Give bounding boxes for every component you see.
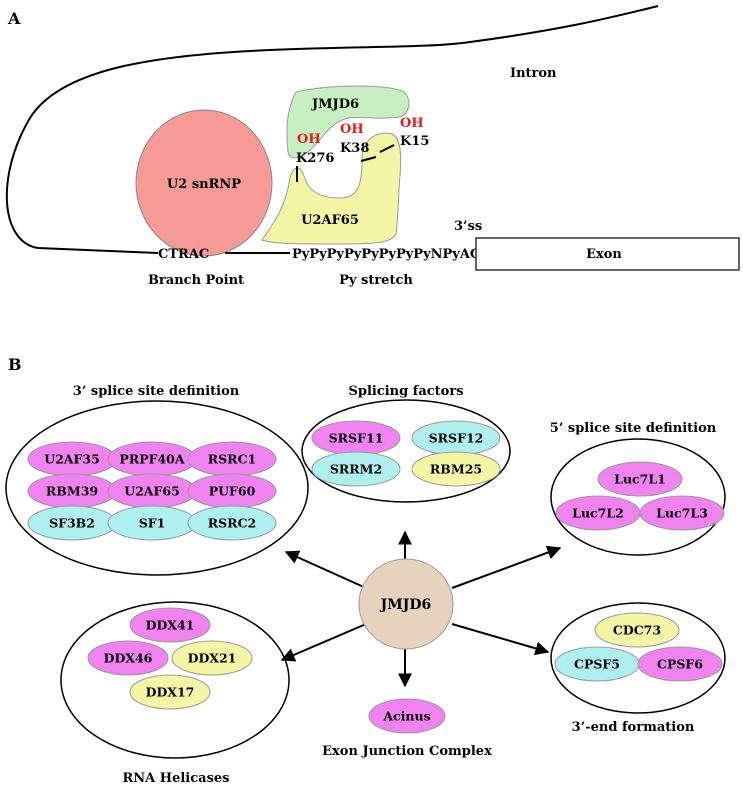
node-label-acinus: Acinus xyxy=(382,709,430,724)
node-label-srsf11: SRSF11 xyxy=(329,431,384,446)
py-stretch-label: Py stretch xyxy=(339,273,413,288)
u2snrnp-shape xyxy=(135,109,273,257)
title-ejc: Exon Junction Complex xyxy=(322,744,492,759)
arrow-to-3end xyxy=(451,623,550,656)
k15-tick xyxy=(379,144,395,153)
group-splicing-ellipse xyxy=(301,399,511,503)
node-ddx17 xyxy=(129,674,211,710)
node-label-srrm2: SRRM2 xyxy=(330,462,382,477)
node-label-cdc73: CDC73 xyxy=(613,623,661,638)
node-label-luc7l3: Luc7L3 xyxy=(656,506,708,521)
node-label-puf60: PUF60 xyxy=(209,484,256,499)
panel-b: B 3’ splice site definition Splicing fac… xyxy=(5,355,726,786)
k15-label: K15 xyxy=(400,134,429,149)
panel-a: A Intron U2 snRNP JMJD6 U2AF65 OH K276 O… xyxy=(5,5,740,288)
k276-label: K276 xyxy=(296,151,334,166)
jmjd6-a-label: JMJD6 xyxy=(311,97,359,112)
node-label-ddx17: DDX17 xyxy=(146,685,195,700)
node-luc7l1 xyxy=(597,461,683,497)
oh-k276: OH xyxy=(297,132,321,147)
node-label-u2af35: U2AF35 xyxy=(44,452,100,467)
group-helicases-ellipse xyxy=(60,601,290,759)
node-label-cpsf6: CPSF6 xyxy=(657,657,703,672)
node-label-sf3b2: SF3B2 xyxy=(49,516,95,531)
k38-label: K38 xyxy=(340,141,369,156)
title-helicases: RNA Helicases xyxy=(123,771,230,786)
panel-a-label: A xyxy=(7,9,21,28)
u2af65-shape xyxy=(261,132,402,245)
py-seq: PyPyPyPyPyPyPyPyNPyAG xyxy=(292,247,481,262)
node-acinus xyxy=(368,698,446,734)
ctrac-label: CTRAC xyxy=(158,247,209,262)
node-label-sf1: SF1 xyxy=(139,516,166,531)
node-label-u2af65: U2AF65 xyxy=(124,484,180,499)
oh-k15: OH xyxy=(400,116,424,131)
node-label-srsf12: SRSF12 xyxy=(429,431,484,446)
group-3ss-ellipse xyxy=(5,400,309,576)
title-3end: 3’-end formation xyxy=(572,720,695,735)
node-label-cpsf5: CPSF5 xyxy=(574,657,620,672)
node-label-rbm25: RBM25 xyxy=(430,462,482,477)
node-cdc73 xyxy=(594,612,680,648)
exon-box xyxy=(475,237,740,271)
group-3end-ellipse xyxy=(550,602,726,714)
ss3-label: 3’ss xyxy=(454,219,482,234)
node-cpsf6 xyxy=(637,646,723,682)
jmjd6-center-node xyxy=(358,558,454,650)
node-label-rsrc2: RSRC2 xyxy=(208,516,256,531)
node-srrm2 xyxy=(311,451,401,487)
intron-label: Intron xyxy=(510,66,557,81)
jmjd6-center-label: JMJD6 xyxy=(379,597,432,613)
title-3ss: 3’ splice site definition xyxy=(73,384,240,399)
node-rsrc2 xyxy=(187,505,277,541)
branch-point-label: Branch Point xyxy=(148,273,244,288)
u2af65-a-label: U2AF65 xyxy=(301,213,359,228)
node-ddx41 xyxy=(129,607,211,643)
oh-k38: OH xyxy=(340,122,364,137)
arrow-to-3ss xyxy=(284,550,367,589)
intron-loop xyxy=(5,5,659,254)
node-label-rbm39: RBM39 xyxy=(46,484,98,499)
panel-b-label: B xyxy=(8,355,22,374)
node-rbm25 xyxy=(411,451,501,487)
arrow-to-5ss xyxy=(451,545,562,589)
node-luc7l3 xyxy=(639,495,725,531)
arrow-to-helicases xyxy=(280,623,367,662)
jmjd6-shape xyxy=(286,85,410,159)
title-splicing: Splicing factors xyxy=(348,384,463,399)
node-label-ddx46: DDX46 xyxy=(104,651,153,666)
node-label-ddx41: DDX41 xyxy=(146,618,195,633)
group-5ss-ellipse xyxy=(550,438,726,556)
k38-tick xyxy=(360,156,377,162)
node-label-luc7l2: Luc7L2 xyxy=(572,506,624,521)
node-label-luc7l1: Luc7L1 xyxy=(614,472,666,487)
node-label-ddx21: DDX21 xyxy=(188,651,237,666)
u2snrnp-label: U2 snRNP xyxy=(167,177,241,192)
exon-label: Exon xyxy=(586,247,622,262)
node-ddx46 xyxy=(87,640,169,676)
title-5ss: 5’ splice site definition xyxy=(550,421,717,436)
node-label-rsrc1: RSRC1 xyxy=(208,452,256,467)
node-ddx21 xyxy=(171,640,253,676)
node-label-prpf40a: PRPF40A xyxy=(119,452,184,467)
